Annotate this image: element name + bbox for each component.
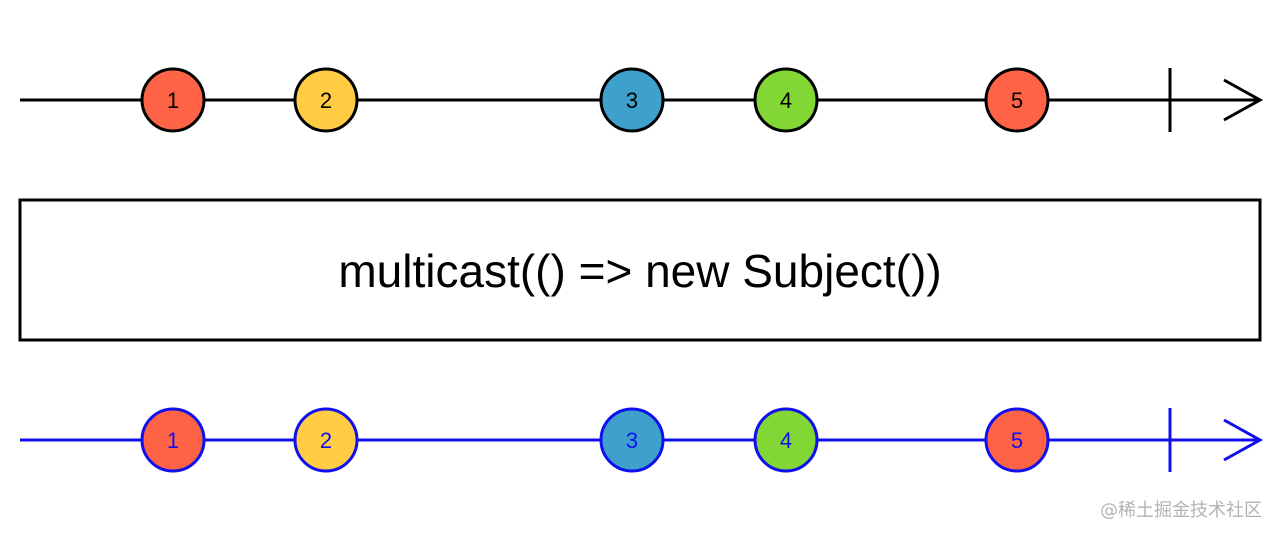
input-marble-5: 5 <box>984 67 1050 133</box>
input-marble-circle <box>984 67 1050 133</box>
input-arrow-head-icon <box>1223 78 1264 122</box>
output-marble-label: 4 <box>780 428 792 453</box>
output-marble-5: 5 <box>984 407 1050 473</box>
input-marble-label: 2 <box>320 88 332 113</box>
output-marbles: 1 2 3 4 5 <box>140 407 1050 473</box>
input-marble-label: 3 <box>626 88 638 113</box>
output-marble-circle <box>140 407 206 473</box>
input-marble-1: 1 <box>140 67 206 133</box>
output-marble-circle <box>753 407 819 473</box>
operator-box: multicast(() => new Subject()) <box>18 198 1262 342</box>
operator-label: multicast(() => new Subject()) <box>338 245 941 297</box>
input-timeline: 1 2 3 4 5 <box>20 67 1264 133</box>
input-marble-label: 4 <box>780 88 792 113</box>
input-marble-label: 5 <box>1011 88 1023 113</box>
input-marble-circle <box>293 67 359 133</box>
operator-box-frame <box>18 198 1262 342</box>
output-marble-4: 4 <box>753 407 819 473</box>
output-marble-circle <box>599 407 665 473</box>
input-marble-4: 4 <box>753 67 819 133</box>
input-marble-3: 3 <box>599 67 665 133</box>
output-marble-label: 1 <box>167 428 179 453</box>
input-marble-2: 2 <box>293 67 359 133</box>
output-marble-circle <box>984 407 1050 473</box>
output-marble-label: 5 <box>1011 428 1023 453</box>
input-marble-circle <box>753 67 819 133</box>
input-marble-circle <box>140 67 206 133</box>
output-arrow-head-icon <box>1223 418 1264 462</box>
output-marble-1: 1 <box>140 407 206 473</box>
output-marble-label: 3 <box>626 428 638 453</box>
output-marble-circle <box>293 407 359 473</box>
input-marble-circle <box>599 67 665 133</box>
output-timeline: 1 2 3 4 5 <box>20 407 1264 473</box>
input-marbles: 1 2 3 4 5 <box>140 67 1050 133</box>
output-marble-2: 2 <box>293 407 359 473</box>
output-marble-label: 2 <box>320 428 332 453</box>
input-marble-label: 1 <box>167 88 179 113</box>
watermark: @稀土掘金技术社区 <box>1100 500 1262 521</box>
output-marble-3: 3 <box>599 407 665 473</box>
